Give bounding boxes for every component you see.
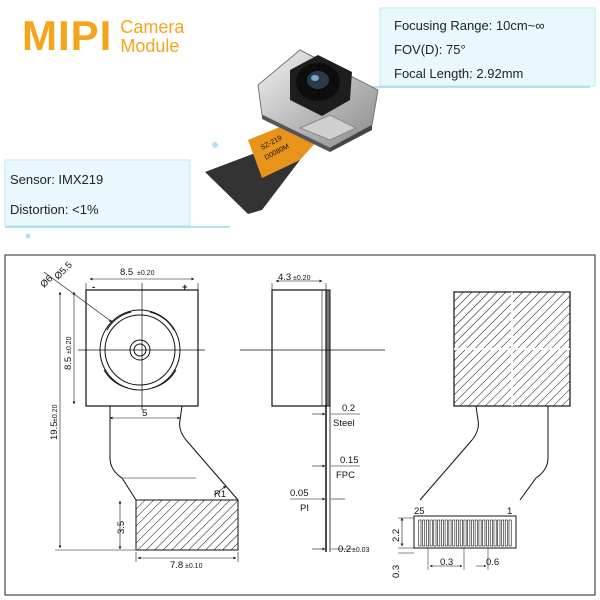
connector-pin bbox=[501, 519, 505, 547]
pin-last: 1 bbox=[507, 506, 512, 517]
camera-photo: SZ-219 D0080M bbox=[205, 49, 379, 214]
dim-steel: 0.2 bbox=[342, 403, 355, 414]
connector-pin bbox=[425, 519, 429, 547]
dim-conn-h: 3.5 bbox=[116, 521, 127, 534]
connector-pin bbox=[467, 519, 471, 547]
dim-pin-h: 2.2 bbox=[391, 529, 402, 542]
connector-pin bbox=[474, 519, 478, 547]
connector-pin bbox=[508, 519, 512, 547]
spec-focusing-range: Focusing Range: 10cm~∞ bbox=[394, 18, 545, 33]
spec-distortion: Distortion: <1% bbox=[10, 202, 99, 217]
connector-pin bbox=[493, 519, 497, 547]
spec-panel-right bbox=[379, 7, 596, 87]
connector-pin bbox=[437, 519, 441, 547]
label-steel: Steel bbox=[333, 418, 355, 429]
label-pi: PI bbox=[300, 503, 309, 514]
dim-pi: 0.05 bbox=[290, 488, 309, 499]
connector-pin bbox=[448, 519, 452, 547]
dim-end: 0.2 bbox=[338, 544, 351, 555]
connector-pin bbox=[489, 519, 493, 547]
back-view bbox=[398, 291, 571, 570]
front-view bbox=[43, 271, 239, 562]
pin-first: 25 bbox=[414, 506, 425, 517]
dim-width: 8.5 bbox=[120, 267, 133, 278]
dim-fpc: 0.15 bbox=[340, 455, 359, 466]
connector-pin bbox=[441, 519, 444, 547]
connector-pin bbox=[429, 519, 433, 547]
brand-line-2: Module bbox=[120, 36, 180, 56]
dim-conn-w: 7.8 bbox=[170, 560, 183, 571]
connector-pin bbox=[486, 519, 489, 547]
glow-dot bbox=[25, 233, 31, 239]
dim-pitch: 0.3 bbox=[440, 557, 453, 568]
connector-pin bbox=[471, 519, 474, 547]
connector-pin bbox=[482, 519, 486, 547]
connector-pin bbox=[459, 519, 463, 547]
connector-pin bbox=[422, 519, 426, 547]
dim-height-tol: ±0.20 bbox=[66, 336, 73, 354]
brand-line-1: Camera bbox=[120, 17, 185, 37]
connector-pin bbox=[504, 519, 508, 547]
spec-panel-left bbox=[4, 159, 191, 227]
dim-radius: R1 bbox=[214, 489, 226, 500]
spec-list-right: Focusing Range: 10cm~∞ FOV(D): 75° Focal… bbox=[394, 14, 584, 86]
dim-thick: 4.3 bbox=[278, 272, 291, 283]
dim-total: 19.5 bbox=[49, 422, 60, 441]
dim-total-tol: ±0.20 bbox=[52, 404, 59, 422]
connector-pin bbox=[478, 519, 482, 547]
connector-pin bbox=[456, 519, 459, 547]
front-dimensions: 8.5 ±0.20 - + 8.5 ±0.20 19.5 ±0.20 Ø6 Ø5… bbox=[38, 260, 226, 571]
connector-pin bbox=[463, 519, 467, 547]
drawing-border bbox=[4, 254, 596, 596]
spec-focal-length: Focal Length: 2.92mm bbox=[394, 66, 524, 81]
back-dimensions: 25 1 2.2 0.3 0.3 0.6 bbox=[391, 506, 512, 578]
glow-dot bbox=[212, 142, 218, 148]
plus-sign: + bbox=[182, 282, 188, 293]
spec-list-left: Sensor: IMX219 Distortion: <1% bbox=[10, 168, 185, 222]
brand-subtitle: Camera Module bbox=[120, 18, 184, 56]
connector-pin bbox=[452, 519, 456, 547]
label-fpc: FPC bbox=[336, 470, 355, 481]
spec-fov: FOV(D): 75° bbox=[394, 42, 466, 57]
side-view bbox=[240, 279, 385, 552]
dim-width-tol: ±0.20 bbox=[137, 270, 155, 277]
dim-end-tol: ±0.03 bbox=[352, 547, 370, 554]
dim-height: 8.5 bbox=[63, 357, 74, 370]
dim-pad: 0.6 bbox=[486, 557, 499, 568]
dim-edge: 0.3 bbox=[391, 565, 402, 578]
side-dimensions: 4.3 ±0.20 0.2 Steel 0.15 FPC 0.05 PI 0.2… bbox=[278, 272, 370, 555]
brand-logo: MIPI Camera Module bbox=[22, 14, 184, 58]
dim-thick-tol: ±0.20 bbox=[293, 275, 311, 282]
dim-conn-w-tol: ±0.10 bbox=[185, 563, 203, 570]
connector-pin bbox=[433, 519, 437, 547]
connector-pin bbox=[418, 519, 422, 547]
brand-mipi: MIPI bbox=[22, 12, 113, 59]
connector-pin bbox=[497, 519, 501, 547]
spec-sensor: Sensor: IMX219 bbox=[10, 172, 104, 187]
dim-dia-inner: Ø5.5 bbox=[52, 260, 74, 282]
dim-neck: 5 bbox=[142, 408, 147, 419]
connector-pin bbox=[444, 519, 448, 547]
minus-sign: - bbox=[92, 282, 95, 293]
